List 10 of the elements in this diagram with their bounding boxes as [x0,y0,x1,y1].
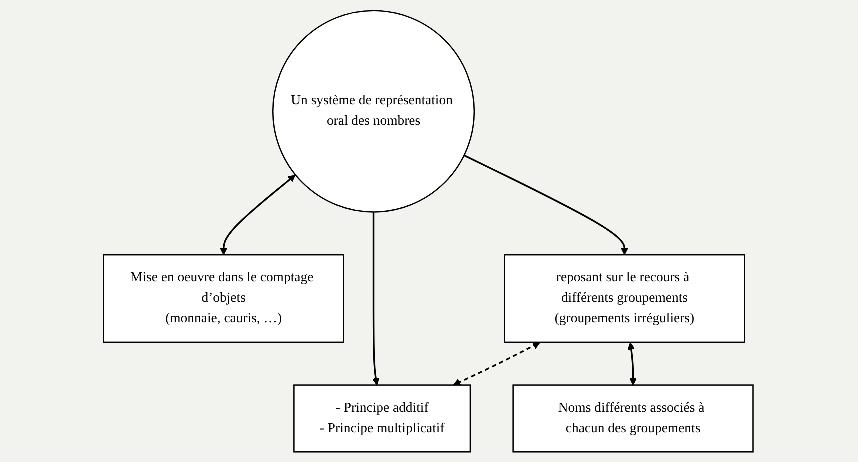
node-box: Noms différents associés à chacun des groupements [513,384,754,452]
node-box: reposant sur le recours à différents groupements (groupements irréguliers) [504,254,746,343]
arrow [454,342,541,386]
arrow [372,212,380,386]
arrow [464,154,629,255]
node-box: - Principe additif - Principe multiplicatif [294,384,472,452]
arrow [220,174,296,255]
node-circle: Un système de représentation oral des nombres [272,10,476,212]
node-box: Mise en oeuvre dans le comptage d’objets (monnaie, cauris, …) [104,254,345,343]
arrow [628,342,638,386]
